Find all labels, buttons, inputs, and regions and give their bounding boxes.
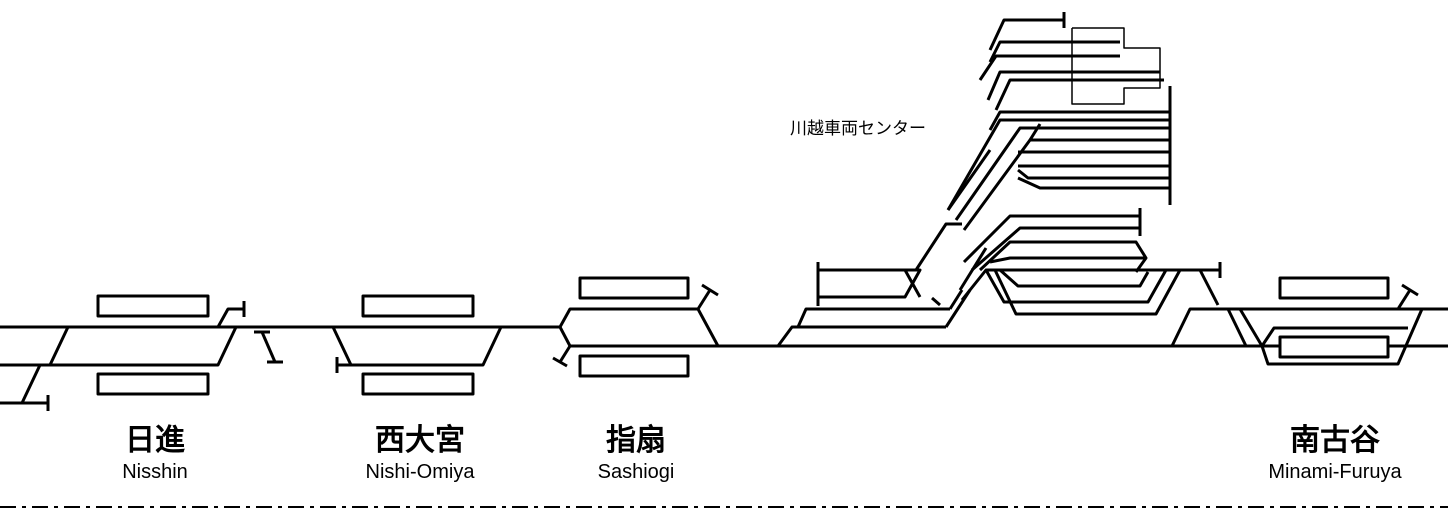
nisshin-platforms <box>96 294 210 396</box>
depot-fan-lower <box>962 208 1150 288</box>
nisshin-tracks <box>0 301 330 411</box>
depot-fan-upper <box>946 86 1172 231</box>
station-minami-furuya: 南古谷 Minami-Furuya <box>1268 424 1401 484</box>
depot-building <box>1071 27 1161 105</box>
station-name-ja: 日進 <box>124 423 185 458</box>
station-name-en: Sashiogi <box>597 461 675 483</box>
station-name-ja: 西大宮 <box>375 423 465 458</box>
station-name-ja: 指扇 <box>606 423 666 458</box>
station-name-ja: 南古谷 <box>1289 423 1380 458</box>
nishi-omiya-tracks <box>330 325 560 373</box>
station-name-en: Minami-Furuya <box>1268 461 1402 483</box>
station-nisshin: 日進 Nisshin <box>122 424 188 484</box>
depot-sidings-top <box>978 12 1164 111</box>
depot-approach-tracks <box>776 222 1222 347</box>
sashiogi-platforms <box>578 276 690 378</box>
depot-label: 川越車両センター <box>790 119 926 139</box>
sashiogi-tracks <box>552 283 1448 368</box>
station-name-en: Nishi-Omiya <box>365 461 475 483</box>
minami-furuya-tracks <box>1170 283 1448 366</box>
nishi-omiya-platforms <box>361 294 475 396</box>
station-nishi-omiya: 西大宮 Nishi-Omiya <box>366 424 475 484</box>
station-name-en: Nisshin <box>122 461 188 483</box>
station-sashiogi: 指扇 Sashiogi <box>598 424 675 484</box>
minami-furuya-platforms <box>1278 276 1390 359</box>
